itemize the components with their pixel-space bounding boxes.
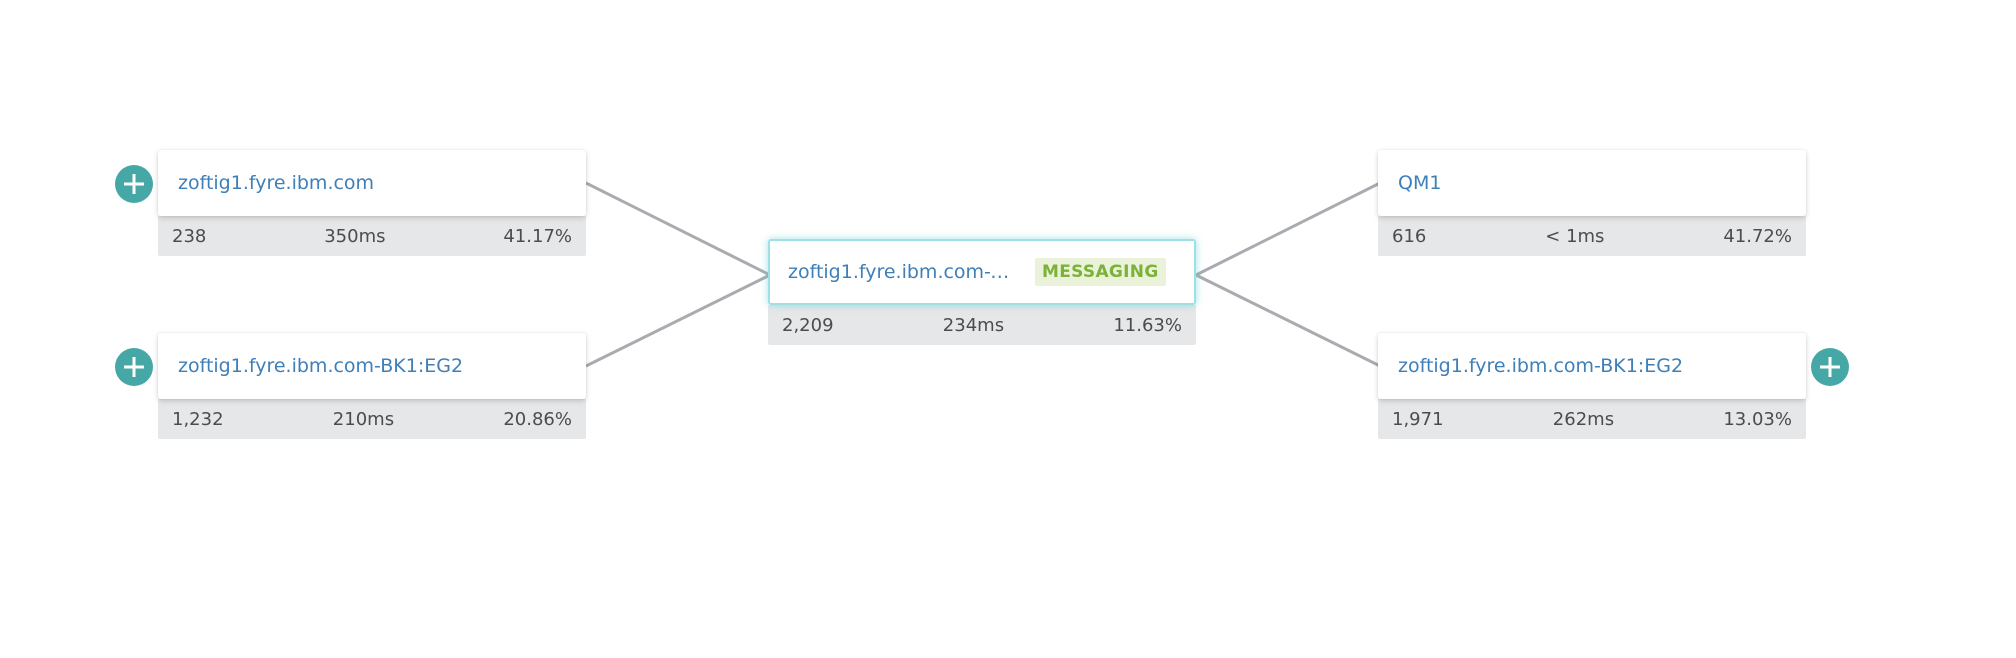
caller-node-2-title[interactable]: zoftig1.fyre.ibm.com-BK1:EG2 [178,355,464,377]
callee-node-1-time: < 1ms [1545,225,1605,247]
caller-node-1[interactable]: zoftig1.fyre.ibm.com 238 350ms 41.17% [158,150,586,256]
caller-node-2-percent: 20.86% [503,408,572,430]
callee-node-2[interactable]: zoftig1.fyre.ibm.com-BK1:EG2 1,971 262ms… [1378,333,1806,439]
expand-caller-2-plus-icon[interactable] [115,348,153,386]
caller-node-1-card[interactable]: zoftig1.fyre.ibm.com [158,150,586,216]
caller-node-2-time: 210ms [332,408,395,430]
center-node-title[interactable]: zoftig1.fyre.ibm.com-BK1:EG2 [788,261,1013,283]
callee-node-2-card[interactable]: zoftig1.fyre.ibm.com-BK1:EG2 [1378,333,1806,399]
caller-node-2-card[interactable]: zoftig1.fyre.ibm.com-BK1:EG2 [158,333,586,399]
callee-node-1-count: 616 [1392,225,1427,247]
messaging-badge: MESSAGING [1035,258,1166,286]
callee-node-2-count: 1,971 [1392,408,1444,430]
caller-node-2[interactable]: zoftig1.fyre.ibm.com-BK1:EG2 1,232 210ms… [158,333,586,439]
caller-node-2-stats: 1,232 210ms 20.86% [158,399,586,439]
caller-node-1-count: 238 [172,225,207,247]
callee-node-2-stats: 1,971 262ms 13.03% [1378,399,1806,439]
caller-node-1-stats: 238 350ms 41.17% [158,216,586,256]
expand-caller-1-plus-icon[interactable] [115,165,153,203]
callee-node-2-percent: 13.03% [1723,408,1792,430]
callee-node-2-title[interactable]: zoftig1.fyre.ibm.com-BK1:EG2 [1398,355,1684,377]
center-node-time: 234ms [942,314,1005,336]
connector-callee-2 [1195,273,1381,368]
expand-callee-2-plus-icon[interactable] [1811,348,1849,386]
callee-node-1-title[interactable]: QM1 [1398,172,1442,194]
caller-node-2-count: 1,232 [172,408,224,430]
callee-node-2-time: 262ms [1552,408,1615,430]
center-node[interactable]: zoftig1.fyre.ibm.com-BK1:EG2 MESSAGING 2… [768,239,1196,345]
center-node-count: 2,209 [782,314,834,336]
caller-node-1-percent: 41.17% [503,225,572,247]
caller-node-1-time: 350ms [324,225,386,247]
connector-caller-1 [585,181,771,277]
callee-node-1-percent: 41.72% [1723,225,1792,247]
callee-node-1[interactable]: QM1 616 < 1ms 41.72% [1378,150,1806,256]
center-node-card[interactable]: zoftig1.fyre.ibm.com-BK1:EG2 MESSAGING [768,239,1196,305]
connector-caller-2 [585,273,771,368]
connector-callee-1 [1195,181,1381,277]
caller-node-1-title[interactable]: zoftig1.fyre.ibm.com [178,172,375,194]
center-node-percent: 11.63% [1113,314,1182,336]
callee-node-1-stats: 616 < 1ms 41.72% [1378,216,1806,256]
callee-node-1-card[interactable]: QM1 [1378,150,1806,216]
center-node-stats: 2,209 234ms 11.63% [768,305,1196,345]
